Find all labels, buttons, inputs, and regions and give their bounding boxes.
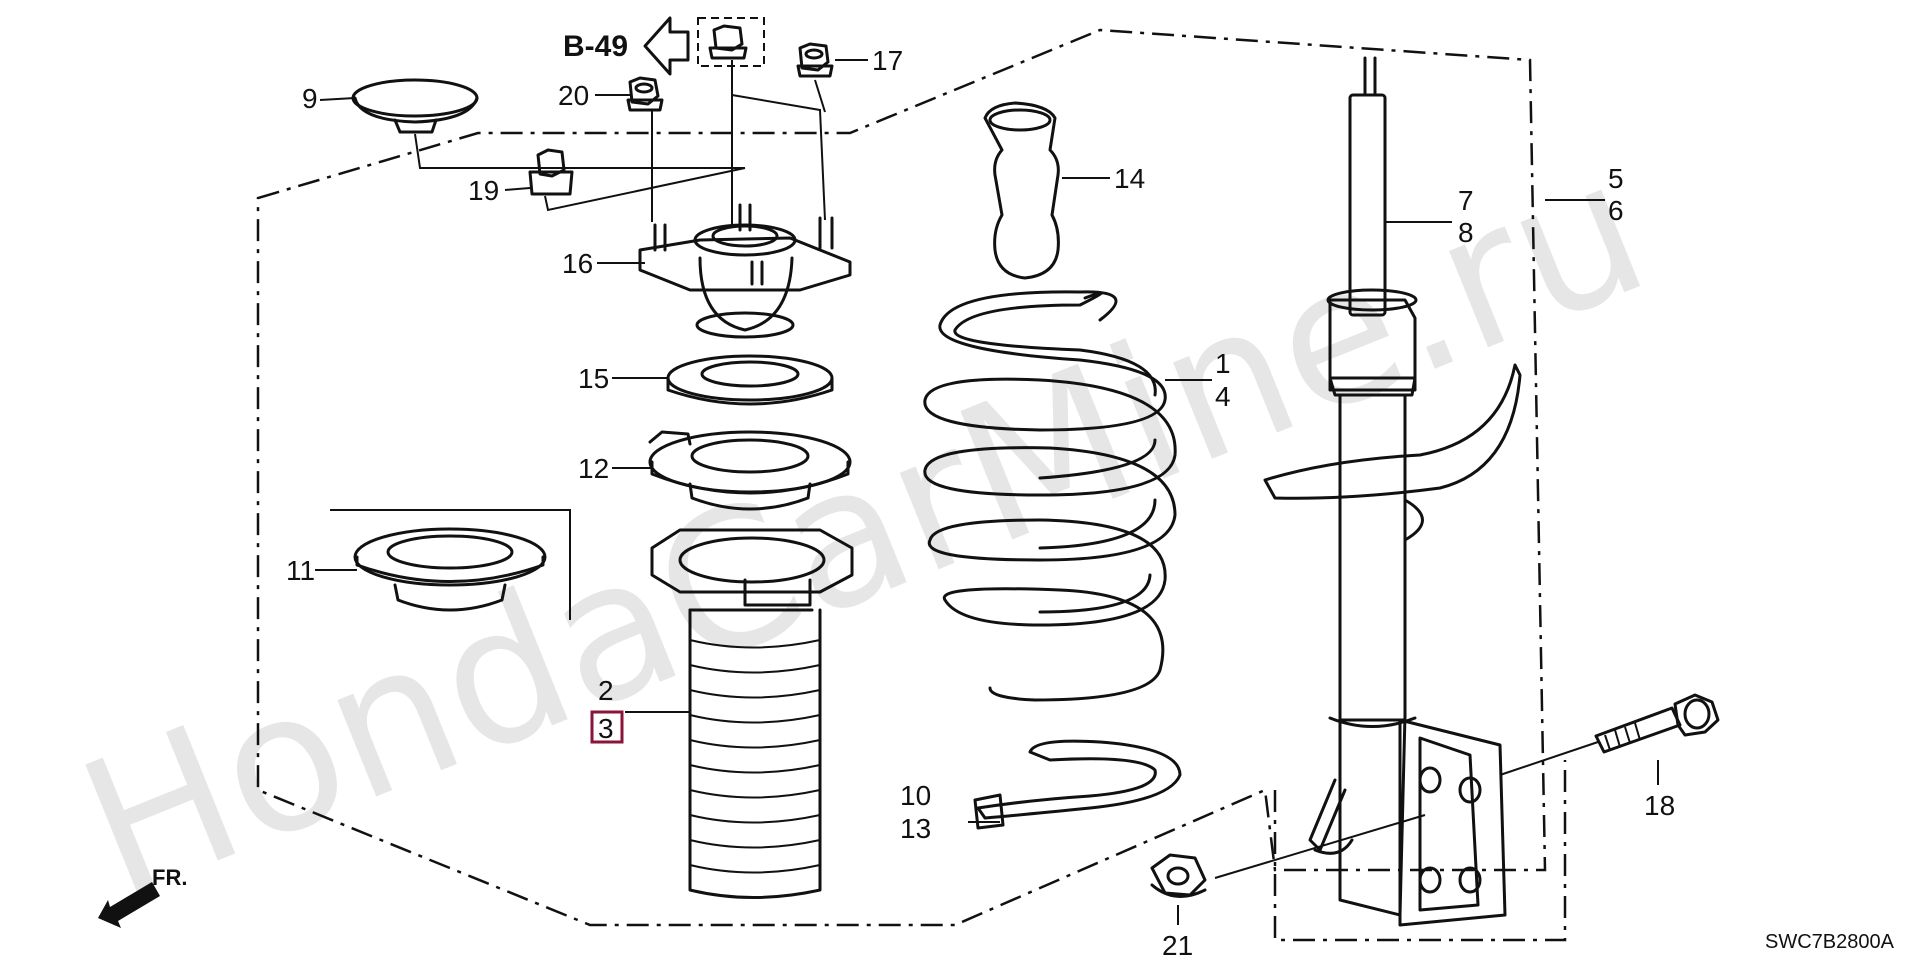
nut-b49[interactable] <box>708 24 748 60</box>
callout-17[interactable]: 17 <box>872 45 903 76</box>
callout-13[interactable]: 13 <box>900 813 931 844</box>
bump-stop[interactable] <box>983 101 1060 280</box>
reference-label: B-49 <box>563 30 628 63</box>
callout-6[interactable]: 6 <box>1608 195 1624 226</box>
callout-3-highlight <box>590 710 624 744</box>
drawing-code: SWC7B2800A <box>1765 931 1895 953</box>
front-direction-arrow: FR. <box>98 865 187 928</box>
shock-absorber[interactable] <box>1263 56 1522 927</box>
callout-16[interactable]: 16 <box>562 248 593 279</box>
callout-20[interactable]: 20 <box>558 80 589 111</box>
watermark: HondaCarMine.ru <box>54 116 1673 942</box>
callout-12[interactable]: 12 <box>578 453 609 484</box>
coil-spring[interactable] <box>923 290 1177 702</box>
flange-nut-20[interactable] <box>626 76 664 112</box>
lower-spring-seat[interactable] <box>973 739 1182 830</box>
self-locking-nut[interactable] <box>528 148 574 196</box>
mount-cap[interactable] <box>351 78 479 134</box>
spring-insulator[interactable] <box>353 527 547 612</box>
callout-19[interactable]: 19 <box>468 175 499 206</box>
reference-arrow[interactable]: B-49 <box>563 16 690 76</box>
upper-spring-seat[interactable] <box>648 430 852 511</box>
callout-8[interactable]: 8 <box>1458 217 1474 248</box>
flange-nut-21[interactable] <box>1150 853 1207 898</box>
callout-11[interactable]: 11 <box>286 555 315 586</box>
bracket-outline <box>1273 760 1567 942</box>
callout-5[interactable]: 5 <box>1608 163 1624 194</box>
callout-15[interactable]: 15 <box>578 363 609 394</box>
strut-mount[interactable] <box>638 203 852 339</box>
mount-bearing[interactable] <box>666 354 834 406</box>
callout-4[interactable]: 4 <box>1215 381 1231 412</box>
assembly-outline <box>256 28 1547 927</box>
direction-label: FR. <box>152 865 187 890</box>
callout-1[interactable]: 1 <box>1215 348 1231 379</box>
dust-boot[interactable] <box>650 528 854 899</box>
callout-3[interactable]: 3 <box>598 713 614 744</box>
flange-bolt[interactable] <box>1594 693 1720 754</box>
flange-nut-17[interactable] <box>796 42 834 78</box>
callout-14[interactable]: 14 <box>1114 163 1145 194</box>
callout-2[interactable]: 2 <box>598 675 614 706</box>
callout-21[interactable]: 21 <box>1162 930 1193 961</box>
callout-10[interactable]: 10 <box>900 780 931 811</box>
callout-9[interactable]: 9 <box>302 83 318 114</box>
callout-18[interactable]: 18 <box>1644 790 1675 821</box>
callout-7[interactable]: 7 <box>1458 185 1474 216</box>
